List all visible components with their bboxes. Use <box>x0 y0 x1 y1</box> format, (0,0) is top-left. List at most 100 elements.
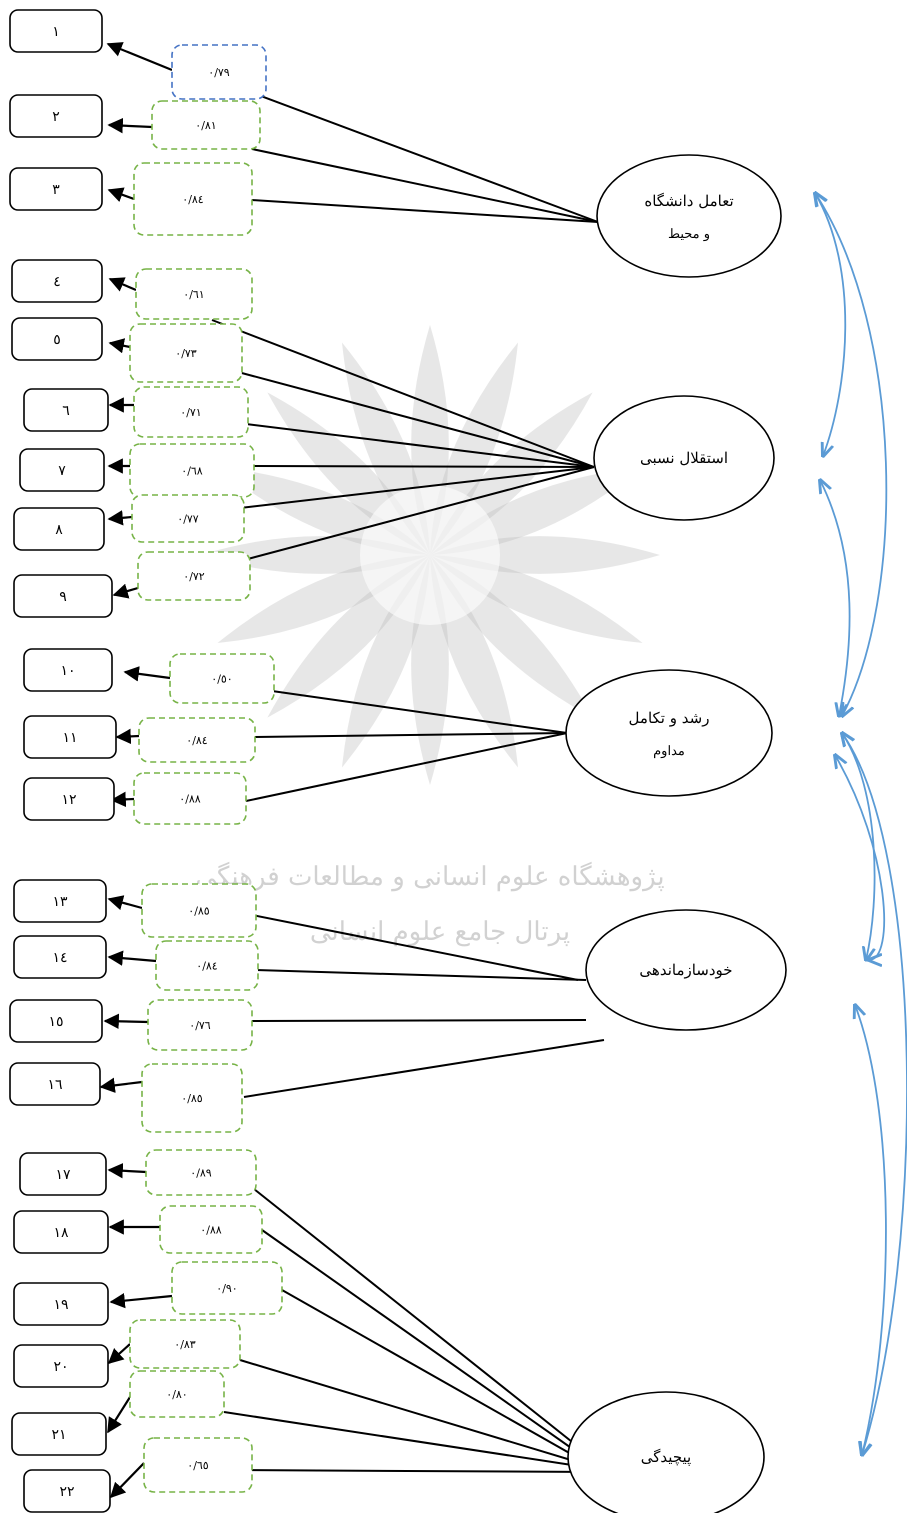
loading-box <box>129 323 243 383</box>
item-arrow-19 <box>109 1292 173 1309</box>
item-arrow-14 <box>107 950 157 966</box>
loading-box <box>133 162 253 236</box>
item-arrow-5 <box>108 338 131 354</box>
factor-ellipse <box>565 669 773 797</box>
indicator-label: ١٩ <box>53 1297 68 1313</box>
indicator-label: ٤ <box>53 274 61 290</box>
item-arrow-4 <box>108 277 137 292</box>
loading-19: ٠/٩٠ <box>171 1261 283 1315</box>
loading-value: ٠/٨٤ <box>196 960 218 973</box>
correlation-arc-7 <box>855 1005 887 1455</box>
item-arrow-11 <box>115 728 140 745</box>
indicator-box <box>9 999 103 1043</box>
indicator-box <box>13 507 105 551</box>
indicator-label: ٢٢ <box>59 1484 74 1500</box>
loading-box <box>129 1319 241 1369</box>
loading-18: ٠/٨٨ <box>159 1205 263 1254</box>
factor-path-22 <box>229 1469 599 1473</box>
loading-box <box>151 100 261 150</box>
indicator-3: ٣ <box>9 167 103 211</box>
factor-ellipse <box>567 1391 765 1513</box>
loading-14: ٠/٨٤ <box>155 940 259 991</box>
indicator-box <box>23 648 113 692</box>
factor-path-11 <box>254 732 568 738</box>
watermark-center <box>360 485 500 625</box>
factor-path-10 <box>271 690 568 734</box>
indicator-box <box>13 1282 109 1326</box>
indicator-6: ٦ <box>23 388 109 432</box>
indicator-label: ١١ <box>62 730 77 746</box>
indicator-7: ٧ <box>19 448 105 492</box>
item-arrow-1 <box>106 42 173 72</box>
indicator-8: ٨ <box>13 507 105 551</box>
factor-path-7 <box>253 465 595 468</box>
indicator-box <box>23 1469 111 1513</box>
factor-path-16 <box>243 1039 605 1098</box>
loading-11: ٠/٨٤ <box>138 717 256 763</box>
factor-4: خودسازماندهی <box>585 909 787 1031</box>
loading-1: ٠/٧٩ <box>171 44 267 100</box>
loading-7: ٠/٦٨ <box>129 443 255 498</box>
indicator-17: ١٧ <box>19 1152 107 1196</box>
indicator-box <box>11 1412 107 1456</box>
correlation-arc-5 <box>842 733 907 1455</box>
loading-box <box>159 1205 263 1254</box>
item-arrow-21 <box>107 1396 131 1434</box>
loading-9: ٠/٧٢ <box>137 551 251 601</box>
indicator-box <box>13 574 113 618</box>
loading-value: ٠/٨٨ <box>179 793 201 806</box>
correlation-arc-4 <box>842 733 875 960</box>
indicator-label: ٢١ <box>51 1427 66 1443</box>
factor-path-8 <box>239 466 595 509</box>
factor-name: خودسازماندهی <box>639 961 732 979</box>
correlation-arc-6 <box>835 755 886 960</box>
loading-box <box>171 1261 283 1315</box>
loading-value: ٠/٧٧ <box>177 513 199 526</box>
loading-box <box>141 883 257 938</box>
item-arrow-10 <box>123 666 171 682</box>
loading-value: ٠/٦٥ <box>187 1459 209 1472</box>
indicator-11: ١١ <box>23 715 117 759</box>
loading-value: ٠/٨٤ <box>182 193 204 206</box>
indicator-label: ١٥ <box>48 1014 63 1030</box>
item-arrow-3 <box>107 187 135 202</box>
watermark-line-1: پژوهشگاه علوم انسانی و مطالعات فرهنگی <box>195 861 664 892</box>
loading-8: ٠/٧٧ <box>131 494 245 543</box>
indicator-21: ٢١ <box>11 1412 107 1456</box>
indicator-19: ١٩ <box>13 1282 109 1326</box>
loading-box <box>129 1370 225 1418</box>
indicator-box <box>13 1210 109 1254</box>
indicator-label: ٦ <box>62 403 70 419</box>
indicator-9: ٩ <box>13 574 113 618</box>
factor-path-9 <box>243 466 595 561</box>
loading-value: ٠/٥٠ <box>211 673 232 686</box>
factor-path-20 <box>239 1359 595 1468</box>
loading-16: ٠/٨٥ <box>141 1063 243 1133</box>
factor-ellipse <box>596 154 782 278</box>
item-arrows <box>99 42 173 1499</box>
item-arrow-8 <box>107 510 133 526</box>
factor-5: پیچیدگی <box>567 1391 765 1513</box>
loading-boxes: ٠/٧٩٠/٨١٠/٨٤٠/٦١٠/٧٣٠/٧١٠/٦٨٠/٧٧٠/٧٢٠/٥٠… <box>129 44 283 1493</box>
factor-correlations <box>815 193 907 1455</box>
factor-name: پیچیدگی <box>641 1448 691 1466</box>
indicator-label: ١ <box>52 24 60 40</box>
indicator-5: ٥ <box>11 317 103 361</box>
indicator-box <box>19 448 105 492</box>
factor-path-21 <box>223 1411 599 1470</box>
loading-box <box>131 494 245 543</box>
indicator-14: ١٤ <box>13 935 107 979</box>
loading-box <box>138 717 256 763</box>
item-arrow-12 <box>110 791 135 808</box>
loading-value: ٠/٧٦ <box>189 1019 211 1032</box>
indicator-13: ١٣ <box>13 879 107 923</box>
indicator-box <box>23 715 117 759</box>
factor-path-1 <box>217 79 599 223</box>
loading-5: ٠/٧٣ <box>129 323 243 383</box>
loading-value: ٠/٦٨ <box>181 465 203 478</box>
factor-name: رشد و تکامل <box>629 709 710 727</box>
factor-path-5 <box>237 371 595 468</box>
correlation-arc-2 <box>815 193 888 716</box>
item-arrow-9 <box>112 583 139 599</box>
